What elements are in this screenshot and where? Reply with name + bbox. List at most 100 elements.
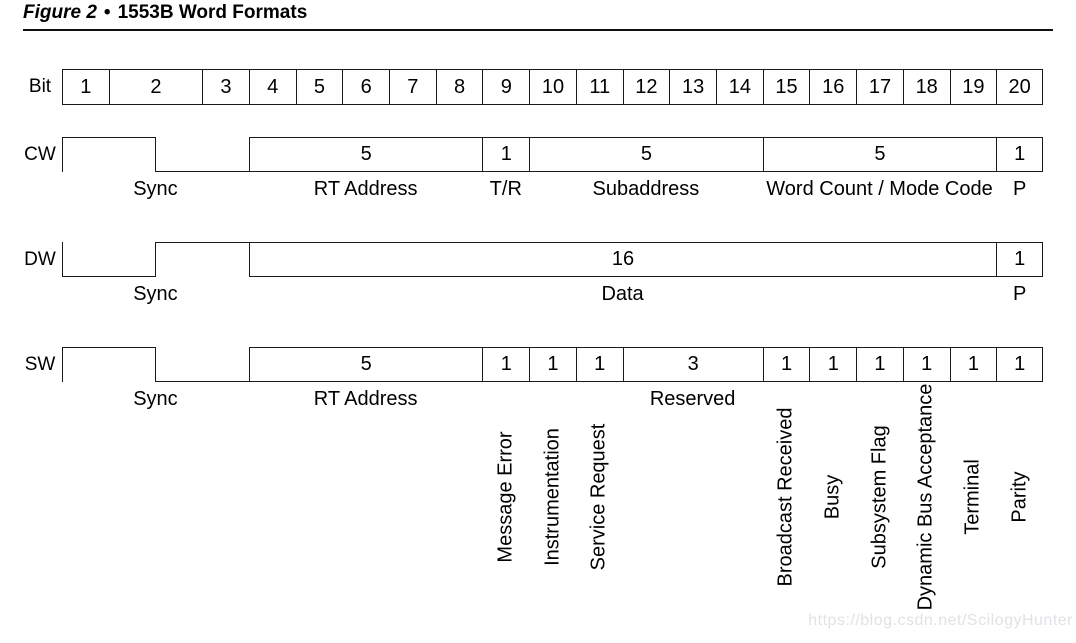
field-bit-count: 5 bbox=[360, 143, 372, 165]
bit-number: 11 bbox=[589, 75, 611, 98]
bit-cell-15: 15 bbox=[762, 69, 810, 105]
status-bit-vertical-label: Dynamic Bus Acceptance bbox=[914, 383, 937, 611]
field-label: RT Address bbox=[313, 178, 418, 200]
field-box-cw: 1 bbox=[482, 137, 530, 172]
field-bit-count: 16 bbox=[611, 248, 635, 270]
field-bit-count: 1 bbox=[827, 353, 839, 375]
sync-waveform-dw-segment-2 bbox=[155, 242, 249, 277]
bit-cell-13: 13 bbox=[669, 69, 716, 105]
sync-waveform-sw-segment-2 bbox=[155, 347, 249, 382]
bit-number: 10 bbox=[541, 75, 565, 98]
field-box-sw: 1 bbox=[949, 347, 997, 382]
field-label: P bbox=[1012, 283, 1027, 305]
field-bit-count: 1 bbox=[1014, 248, 1026, 270]
field-bit-count: 5 bbox=[360, 353, 372, 375]
bit-number: 12 bbox=[635, 75, 658, 98]
field-bit-count: 1 bbox=[780, 353, 793, 375]
bit-number: 14 bbox=[728, 75, 751, 98]
sync-waveform-cw-segment-2 bbox=[155, 137, 249, 172]
field-bit-count: 1 bbox=[594, 353, 606, 375]
bit-number: 9 bbox=[500, 75, 512, 98]
bit-cell-11: 11 bbox=[575, 69, 623, 105]
field-box-sw: 1 bbox=[996, 347, 1043, 382]
bit-cell-8: 8 bbox=[435, 69, 483, 105]
field-label: T/R bbox=[489, 178, 522, 200]
figure-title-separator: • bbox=[103, 2, 111, 23]
bit-number: 5 bbox=[313, 75, 325, 98]
field-bit-count: 1 bbox=[921, 353, 933, 375]
field-box-cw: 1 bbox=[996, 137, 1043, 172]
bit-number: 7 bbox=[407, 75, 419, 98]
field-bit-count: 5 bbox=[874, 143, 886, 165]
field-label: P bbox=[1012, 178, 1027, 200]
bit-number: 1 bbox=[80, 75, 92, 98]
sync-label: Sync bbox=[133, 178, 178, 200]
figure-title: Figure 2 • 1553B Word Formats bbox=[23, 2, 307, 24]
bit-cell-10: 10 bbox=[529, 69, 576, 105]
bit-cell-6: 6 bbox=[342, 69, 389, 105]
field-box-sw: 3 bbox=[622, 347, 763, 382]
bit-number: 3 bbox=[220, 75, 232, 98]
bit-cell-16: 16 bbox=[809, 69, 857, 105]
bit-number: 19 bbox=[962, 75, 985, 98]
field-box-dw: 16 bbox=[248, 242, 997, 277]
status-bit-vertical-label: Instrumentation bbox=[541, 428, 563, 566]
bit-number: 15 bbox=[775, 75, 798, 98]
field-bit-count: 1 bbox=[874, 353, 886, 375]
sync-waveform-sw-segment-1 bbox=[62, 347, 156, 382]
bit-cell-20: 20 bbox=[996, 69, 1043, 105]
bit-number: 20 bbox=[1008, 75, 1031, 98]
bit-cell-9: 9 bbox=[482, 69, 530, 105]
field-box-sw: 1 bbox=[902, 347, 950, 382]
field-box-sw: 1 bbox=[529, 347, 576, 382]
sync-waveform-dw-segment-1 bbox=[62, 242, 156, 277]
field-box-sw: 5 bbox=[248, 347, 483, 382]
bit-cell-18: 18 bbox=[902, 69, 950, 105]
figure-number-label: Figure 2 bbox=[23, 2, 97, 23]
word-row-label-cw: CW bbox=[24, 143, 56, 165]
sync-waveform-cw-segment-1 bbox=[62, 137, 156, 172]
field-label: RT Address bbox=[313, 388, 418, 410]
status-bit-vertical-label: Broadcast Received bbox=[774, 407, 797, 587]
status-bit-vertical-label: Terminal bbox=[961, 459, 984, 535]
field-label: Data bbox=[601, 283, 644, 305]
bit-cell-5: 5 bbox=[295, 69, 343, 105]
status-bit-vertical-label: Busy bbox=[821, 474, 844, 520]
bit-cell-12: 12 bbox=[622, 69, 670, 105]
watermark-text: https://blog.csdn.net/ScilogyHunter bbox=[808, 612, 1073, 629]
field-bit-count: 1 bbox=[500, 143, 512, 165]
status-bit-vertical-label: Parity bbox=[1008, 471, 1031, 523]
field-bit-count: 1 bbox=[967, 353, 979, 375]
field-box-dw: 1 bbox=[996, 242, 1043, 277]
bit-cell-3: 3 bbox=[202, 69, 249, 105]
field-box-sw: 1 bbox=[482, 347, 530, 382]
field-bit-count: 1 bbox=[547, 353, 559, 375]
field-label: Word Count / Mode Code bbox=[766, 178, 993, 200]
field-label: Reserved bbox=[649, 388, 736, 410]
bit-number: 13 bbox=[682, 75, 705, 98]
figure-title-text: 1553B Word Formats bbox=[117, 2, 308, 23]
status-bit-vertical-label: Service Request bbox=[587, 423, 610, 571]
field-bit-count: 5 bbox=[640, 143, 652, 165]
field-box-sw: 1 bbox=[856, 347, 903, 382]
bit-cell-7: 7 bbox=[389, 69, 436, 105]
bit-number: 18 bbox=[915, 75, 938, 98]
field-label: Subaddress bbox=[592, 178, 700, 200]
bit-number: 4 bbox=[267, 75, 279, 98]
bit-number: 2 bbox=[150, 75, 162, 98]
word-row-label-sw: SW bbox=[24, 353, 56, 375]
status-bit-vertical-label: Subsystem Flag bbox=[868, 425, 890, 569]
bit-cell-19: 19 bbox=[949, 69, 997, 105]
field-box-sw: 1 bbox=[809, 347, 857, 382]
field-bit-count: 1 bbox=[1014, 143, 1026, 165]
bit-number: 8 bbox=[453, 75, 466, 98]
bit-number: 6 bbox=[360, 75, 372, 98]
bit-cell-1: 1 bbox=[62, 69, 109, 105]
bit-cell-4: 4 bbox=[248, 69, 296, 105]
field-box-sw: 1 bbox=[762, 347, 810, 382]
bit-cell-2: 2 bbox=[108, 69, 203, 105]
bit-number: 17 bbox=[868, 75, 892, 98]
title-rule bbox=[23, 29, 1053, 31]
sync-label: Sync bbox=[133, 283, 178, 305]
sync-label: Sync bbox=[133, 388, 178, 410]
